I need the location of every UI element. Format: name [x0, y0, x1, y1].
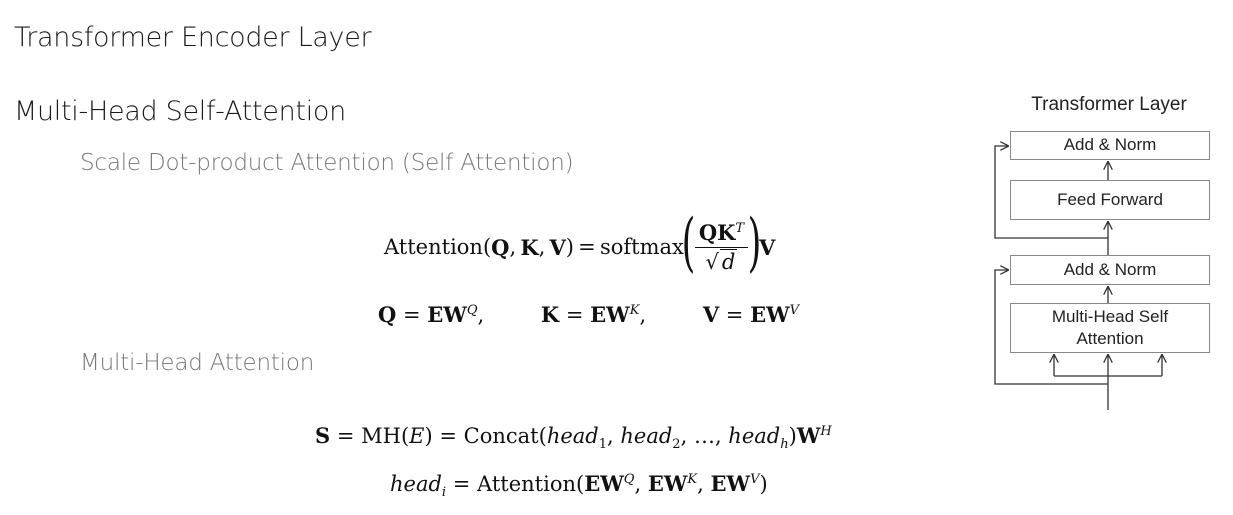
head-h-sub: h	[780, 437, 789, 453]
transpose-sup: T	[735, 221, 745, 236]
multihead-equation: S = MH(E) = Concat(head1, head2, …, head…	[315, 423, 832, 453]
fraction-denominator: d	[719, 249, 738, 274]
head-arg-q: EW	[584, 471, 624, 496]
residual-2	[994, 146, 1108, 239]
head-arg-k-sup: K	[687, 472, 698, 487]
mh-lhs: S	[315, 423, 331, 448]
head-1: head	[546, 424, 599, 448]
head-arg-q-sup: Q	[623, 472, 635, 487]
arg-k: K	[520, 234, 539, 260]
diagram-connectors	[994, 92, 1232, 410]
section-heading: Multi-Head Self-Attention	[14, 96, 346, 127]
multi-head-self-attention-box: Multi-Head Self Attention	[1010, 303, 1210, 353]
proj-v-rhs: EW	[750, 302, 790, 327]
attention-fn: Attention	[384, 235, 483, 259]
right-paren: )	[747, 206, 762, 280]
mhsa-label-line1: Multi-Head Self	[1051, 306, 1169, 326]
head-i: head	[390, 472, 442, 496]
mh-fn: MH	[361, 424, 401, 448]
proj-k-lhs: K	[540, 302, 560, 327]
proj-v-sup: V	[789, 303, 800, 318]
add-norm-bottom-box: Add & Norm	[1010, 255, 1210, 285]
attention-equation: Attention(Q, K, V) = softmax ( QKT √d ) …	[384, 206, 776, 280]
slide-title: Transformer Encoder Layer	[14, 22, 372, 53]
proj-k-sup: K	[629, 303, 640, 318]
proj-v-lhs: V	[702, 302, 720, 327]
proj-q-rhs: EW	[427, 302, 467, 327]
head-arg-v-sup: V	[750, 472, 760, 487]
subheading-multi-head: Multi-Head Attention	[80, 350, 315, 376]
ellipsis: …	[693, 424, 715, 448]
output-weight-sup: H	[820, 424, 832, 439]
head-i-equation: headi = Attention(EWQ, EWK, EWV)	[390, 471, 768, 501]
attention-fraction: QKT √d	[694, 220, 749, 274]
mh-arg: E	[409, 424, 425, 448]
fraction-numerator: QK	[698, 220, 736, 245]
arg-q: Q	[491, 234, 510, 260]
head-i-fn: Attention	[477, 472, 576, 496]
head-arg-k: EW	[647, 471, 688, 496]
residual-1	[994, 270, 1108, 385]
value-matrix: V	[759, 234, 776, 260]
arg-v: V	[549, 234, 566, 260]
left-paren: (	[681, 206, 696, 280]
diagram-title: Transformer Layer	[1031, 94, 1187, 115]
output-weight: W	[796, 423, 821, 448]
feed-forward-box: Feed Forward	[1010, 180, 1210, 220]
mhsa-label-line2: Attention	[1076, 329, 1144, 348]
head-i-sub: i	[441, 485, 447, 501]
head-2: head	[620, 424, 673, 448]
proj-q-sup: Q	[466, 303, 478, 318]
transformer-layer-diagram: Transformer Layer Add & Norm Feed	[986, 92, 1216, 412]
projection-equations: Q = EWQ, K = EWK, V = EWV	[378, 302, 800, 327]
concat-fn: Concat	[463, 424, 539, 448]
subheading-scaled-dot-product: Scale Dot-product Attention (Self Attent…	[80, 150, 574, 176]
proj-k-rhs: EW	[590, 302, 630, 327]
head-1-sub: 1	[598, 437, 608, 453]
add-norm-top-box: Add & Norm	[1010, 131, 1210, 160]
head-arg-v: EW	[710, 471, 751, 496]
proj-q-lhs: Q	[378, 302, 397, 327]
head-2-sub: 2	[672, 437, 681, 453]
head-h: head	[728, 424, 781, 448]
softmax-fn: softmax	[599, 235, 684, 259]
